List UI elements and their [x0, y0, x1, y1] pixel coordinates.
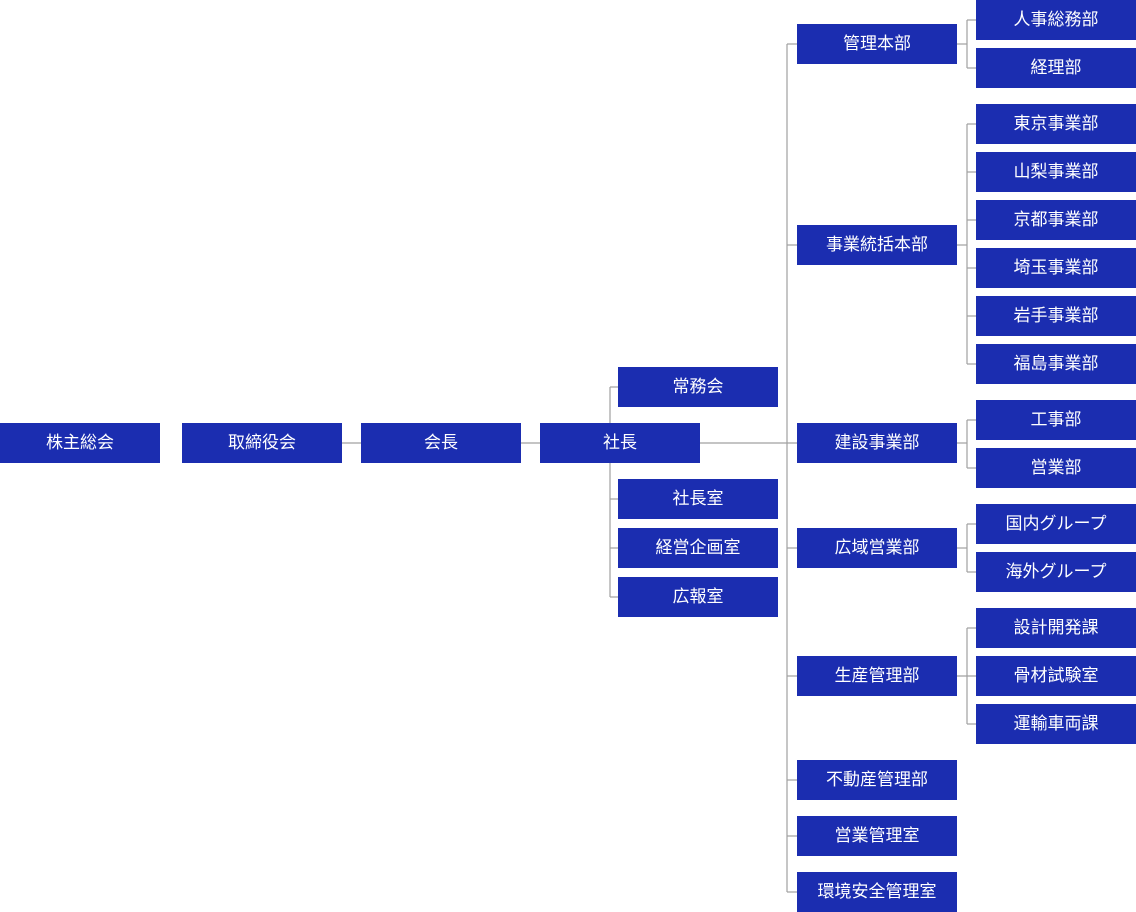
overseas-group-box: 海外グループ — [976, 552, 1136, 592]
board-of-directors-box: 取締役会 — [182, 423, 342, 463]
kyoto-business-unit-box: 京都事業部 — [976, 200, 1136, 240]
sales-dept-box: 営業部 — [976, 448, 1136, 488]
yamanashi-business-unit-box: 山梨事業部 — [976, 152, 1136, 192]
shareholders-meeting-box: 株主総会 — [0, 423, 160, 463]
design-development-section-box: 設計開発課 — [976, 608, 1136, 648]
public-relations-box: 広報室 — [618, 577, 778, 617]
iwate-business-unit-box: 岩手事業部 — [976, 296, 1136, 336]
hr-general-affairs-dept-box: 人事総務部 — [976, 0, 1136, 40]
wide-area-sales-division-box: 広域営業部 — [797, 528, 957, 568]
tokyo-business-unit-box: 東京事業部 — [976, 104, 1136, 144]
production-management-division-box: 生産管理部 — [797, 656, 957, 696]
president-box: 社長 — [540, 423, 700, 463]
administration-division-box: 管理本部 — [797, 24, 957, 64]
fukushima-business-unit-box: 福島事業部 — [976, 344, 1136, 384]
construction-works-dept-box: 工事部 — [976, 400, 1136, 440]
accounting-dept-box: 経理部 — [976, 48, 1136, 88]
chairman-box: 会長 — [361, 423, 521, 463]
transport-vehicle-section-box: 運輸車両課 — [976, 704, 1136, 744]
construction-business-division-box: 建設事業部 — [797, 423, 957, 463]
business-integration-division-box: 事業統括本部 — [797, 225, 957, 265]
executive-committee-box: 常務会 — [618, 367, 778, 407]
saitama-business-unit-box: 埼玉事業部 — [976, 248, 1136, 288]
management-planning-box: 経営企画室 — [618, 528, 778, 568]
environment-safety-office-box: 環境安全管理室 — [797, 872, 957, 912]
real-estate-management-division-box: 不動産管理部 — [797, 760, 957, 800]
sales-management-office-box: 営業管理室 — [797, 816, 957, 856]
domestic-group-box: 国内グループ — [976, 504, 1136, 544]
president-office-box: 社長室 — [618, 479, 778, 519]
aggregate-testing-lab-box: 骨材試験室 — [976, 656, 1136, 696]
